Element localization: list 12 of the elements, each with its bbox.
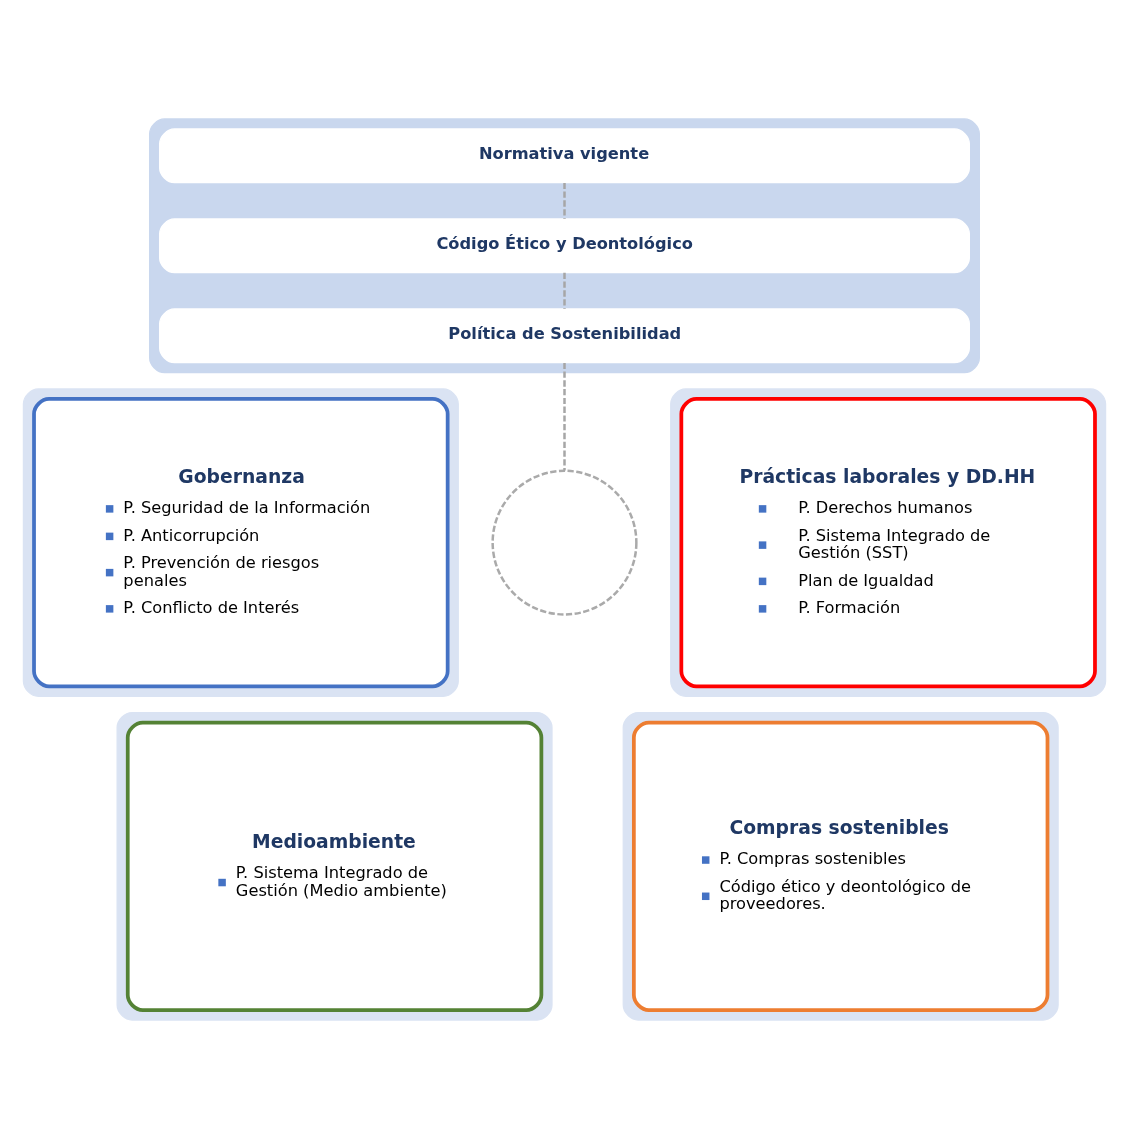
node-box: Normativa vigente xyxy=(159,127,970,183)
node-box: Código Ético y Deontológico xyxy=(159,217,970,273)
node-box: Medioambiente P. Sistema Integrado de Gestión (Medio ambiente) xyxy=(125,720,544,1012)
node-box: Compras sostenibles P. Compras sostenibles Código ético y deontológico de proveedores. xyxy=(632,720,1050,1012)
node-circle xyxy=(491,469,638,616)
connector xyxy=(563,272,566,309)
node-box: Política de Sostenibilidad xyxy=(159,307,970,363)
node-box: Prácticas laborales y DD.HH P. Derechos humanos P. Sistema Integrado de Gestión (SST) Plan de Igualdad P. Formación xyxy=(679,396,1097,688)
cluster xyxy=(149,117,980,373)
node-box: Gobernanza P. Seguridad de la Información P. Anticorrupción P. Prevención de riesgos penales P. Conflicto de Interés xyxy=(32,396,450,688)
connector xyxy=(563,182,566,219)
connector xyxy=(563,362,566,471)
